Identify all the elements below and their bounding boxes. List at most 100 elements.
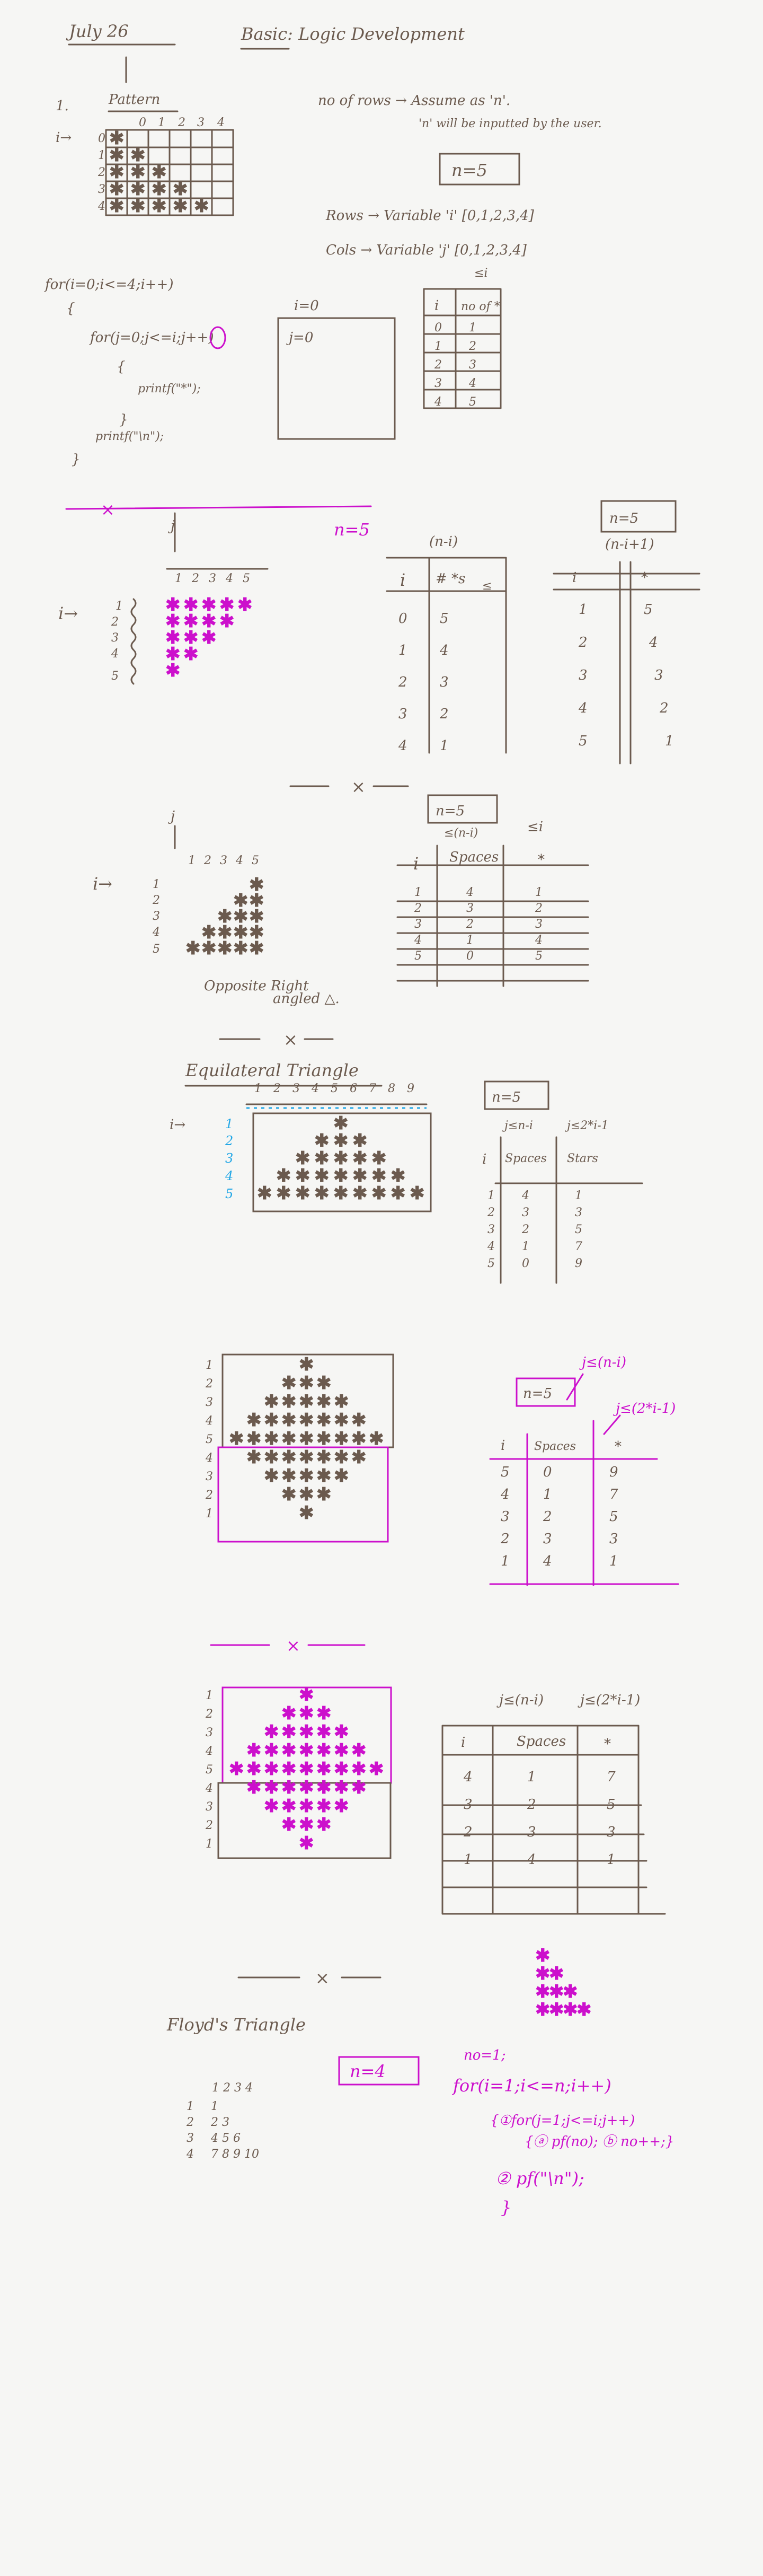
star-mark: ✱ bbox=[281, 1777, 297, 1798]
table-cell: 5 bbox=[501, 1464, 510, 1480]
table-cell: 1 bbox=[527, 1769, 536, 1785]
star-mark: ✱ bbox=[237, 594, 253, 616]
row-num: 3 bbox=[225, 1151, 233, 1166]
code-line: for(j=0;j<=i;j++) bbox=[89, 330, 214, 346]
date-heading: July 26 bbox=[66, 21, 129, 41]
star-mark: ✱ bbox=[281, 1759, 297, 1780]
star-mark: ✱ bbox=[352, 1183, 368, 1204]
star-mark: ✱ bbox=[371, 1148, 387, 1169]
floyd-row-index: 1 bbox=[187, 2100, 194, 2113]
row-num: 2 bbox=[225, 1133, 233, 1148]
table-cell: 3 bbox=[522, 1206, 529, 1219]
pattern-label: Pattern bbox=[108, 92, 160, 108]
right-table-lines bbox=[553, 561, 700, 764]
star-mark: ✱ bbox=[316, 1721, 332, 1743]
j-label: j bbox=[168, 808, 175, 824]
spaces-condition: j≤(n-i) bbox=[579, 1355, 626, 1370]
star-mark: ✱ bbox=[152, 179, 167, 200]
star-mark: ✱ bbox=[352, 1148, 368, 1169]
col-num: 4 bbox=[235, 854, 243, 867]
table-head: # *s bbox=[436, 571, 465, 587]
spaces-condition: ≤(n-i) bbox=[444, 827, 478, 840]
row-num: 1 bbox=[206, 1359, 213, 1372]
table-cell: 0 bbox=[398, 611, 407, 627]
star-mark: ✱ bbox=[201, 938, 217, 959]
star-mark: ✱ bbox=[264, 1391, 279, 1412]
table-cell: 3 bbox=[464, 1797, 473, 1813]
rows-variable: Rows → Variable 'i' [0,1,2,3,4] bbox=[325, 208, 535, 224]
table-cell: 1 bbox=[414, 886, 422, 899]
star-mark: ✱ bbox=[334, 1759, 349, 1780]
pattern-stars: ✱✱✱✱✱✱✱✱✱✱✱✱✱✱✱✱✱✱✱✱✱✱✱✱✱✱✱✱✱✱✱✱✱✱✱✱✱✱✱✱… bbox=[229, 1354, 384, 1524]
table-cell: 2 bbox=[500, 1531, 510, 1547]
star-mark: ✱ bbox=[316, 1777, 332, 1798]
section-1-table: i no of * bbox=[423, 288, 502, 409]
star-mark: ✱ bbox=[334, 1428, 349, 1449]
floyd-row-values: 2 3 bbox=[210, 2116, 229, 2129]
star-mark: ✱ bbox=[264, 1447, 279, 1468]
table-head: i bbox=[572, 570, 576, 586]
table-cell: 2 bbox=[468, 340, 476, 353]
star-mark: ✱ bbox=[351, 1759, 367, 1780]
section-3-opposite-triangle: j 1 2 3 4 5 i→ 1 2 3 4 5 ✱✱✱✱✱✱✱✱✱✱✱✱✱✱✱… bbox=[93, 794, 589, 1007]
table-cell: 3 bbox=[466, 902, 474, 915]
star-mark: ✱ bbox=[201, 594, 217, 616]
star-mark: ✱ bbox=[264, 1777, 279, 1798]
le-note: ≤ bbox=[482, 579, 492, 593]
divider-mark: × bbox=[351, 777, 366, 797]
table-cell: 1 bbox=[434, 340, 442, 353]
star-mark: ✱ bbox=[316, 1814, 332, 1835]
i-arrow-label: i→ bbox=[56, 130, 72, 146]
code-line: } bbox=[501, 2197, 511, 2218]
table-head: * bbox=[615, 1439, 622, 1455]
star-mark: ✱ bbox=[229, 1759, 244, 1780]
rows-assumption-note: no of rows → Assume as 'n'. bbox=[318, 93, 510, 109]
section-title: Floyd's Triangle bbox=[166, 2015, 306, 2035]
table-cell: 1 bbox=[665, 733, 674, 749]
table-cell: 3 bbox=[609, 1531, 618, 1547]
table-cell: 2 bbox=[414, 902, 422, 915]
spaces-condition: j≤n-i bbox=[502, 1119, 533, 1132]
star-mark: ✱ bbox=[194, 196, 209, 217]
trace-box bbox=[277, 317, 396, 440]
star-mark: ✱ bbox=[371, 1183, 387, 1204]
star-mark: ✱ bbox=[299, 1484, 314, 1505]
divider-mark: × bbox=[283, 1030, 298, 1050]
table-head: i bbox=[482, 1151, 486, 1167]
row-num: 1 bbox=[153, 878, 160, 891]
star-mark: ✱ bbox=[281, 1465, 297, 1487]
star-mark: ✱ bbox=[276, 1183, 291, 1204]
code-line: { bbox=[117, 359, 126, 375]
table-cell: 3 bbox=[579, 667, 588, 683]
table-cell: 4 bbox=[466, 886, 474, 899]
n-box-value: n=5 bbox=[523, 1386, 552, 1402]
table-cell: 1 bbox=[575, 1189, 582, 1202]
table-cell: 3 bbox=[414, 918, 422, 931]
star-mark: ✱ bbox=[217, 938, 233, 959]
divider-mark: × bbox=[101, 499, 115, 520]
col-num: 8 bbox=[388, 1082, 395, 1095]
j-condition-note: ≤i bbox=[474, 267, 487, 280]
row-num: 4 bbox=[111, 647, 119, 661]
col-head: 2 bbox=[178, 116, 185, 129]
row-num: 5 bbox=[206, 1433, 213, 1446]
star-mark: ✱ bbox=[246, 1410, 262, 1431]
row-head: 4 bbox=[97, 200, 105, 213]
star-mark: ✱ bbox=[299, 1428, 314, 1449]
item-number: 1. bbox=[56, 98, 69, 114]
star-mark: ✱ bbox=[316, 1447, 332, 1468]
star-mark: ✱ bbox=[257, 1183, 272, 1204]
star-mark: ✱ bbox=[165, 611, 181, 632]
table-lines bbox=[494, 1136, 643, 1284]
star-mark: ✱ bbox=[576, 1999, 592, 2020]
table-cell: 3 bbox=[440, 674, 449, 690]
star-mark: ✱ bbox=[535, 1945, 551, 1966]
star-mark: ✱ bbox=[246, 1777, 262, 1798]
row-num: 1 bbox=[206, 1689, 213, 1702]
star-mark: ✱ bbox=[549, 1963, 564, 1984]
floyd-row-values: 7 8 9 10 bbox=[211, 2148, 259, 2161]
row-num: 1 bbox=[116, 600, 123, 613]
